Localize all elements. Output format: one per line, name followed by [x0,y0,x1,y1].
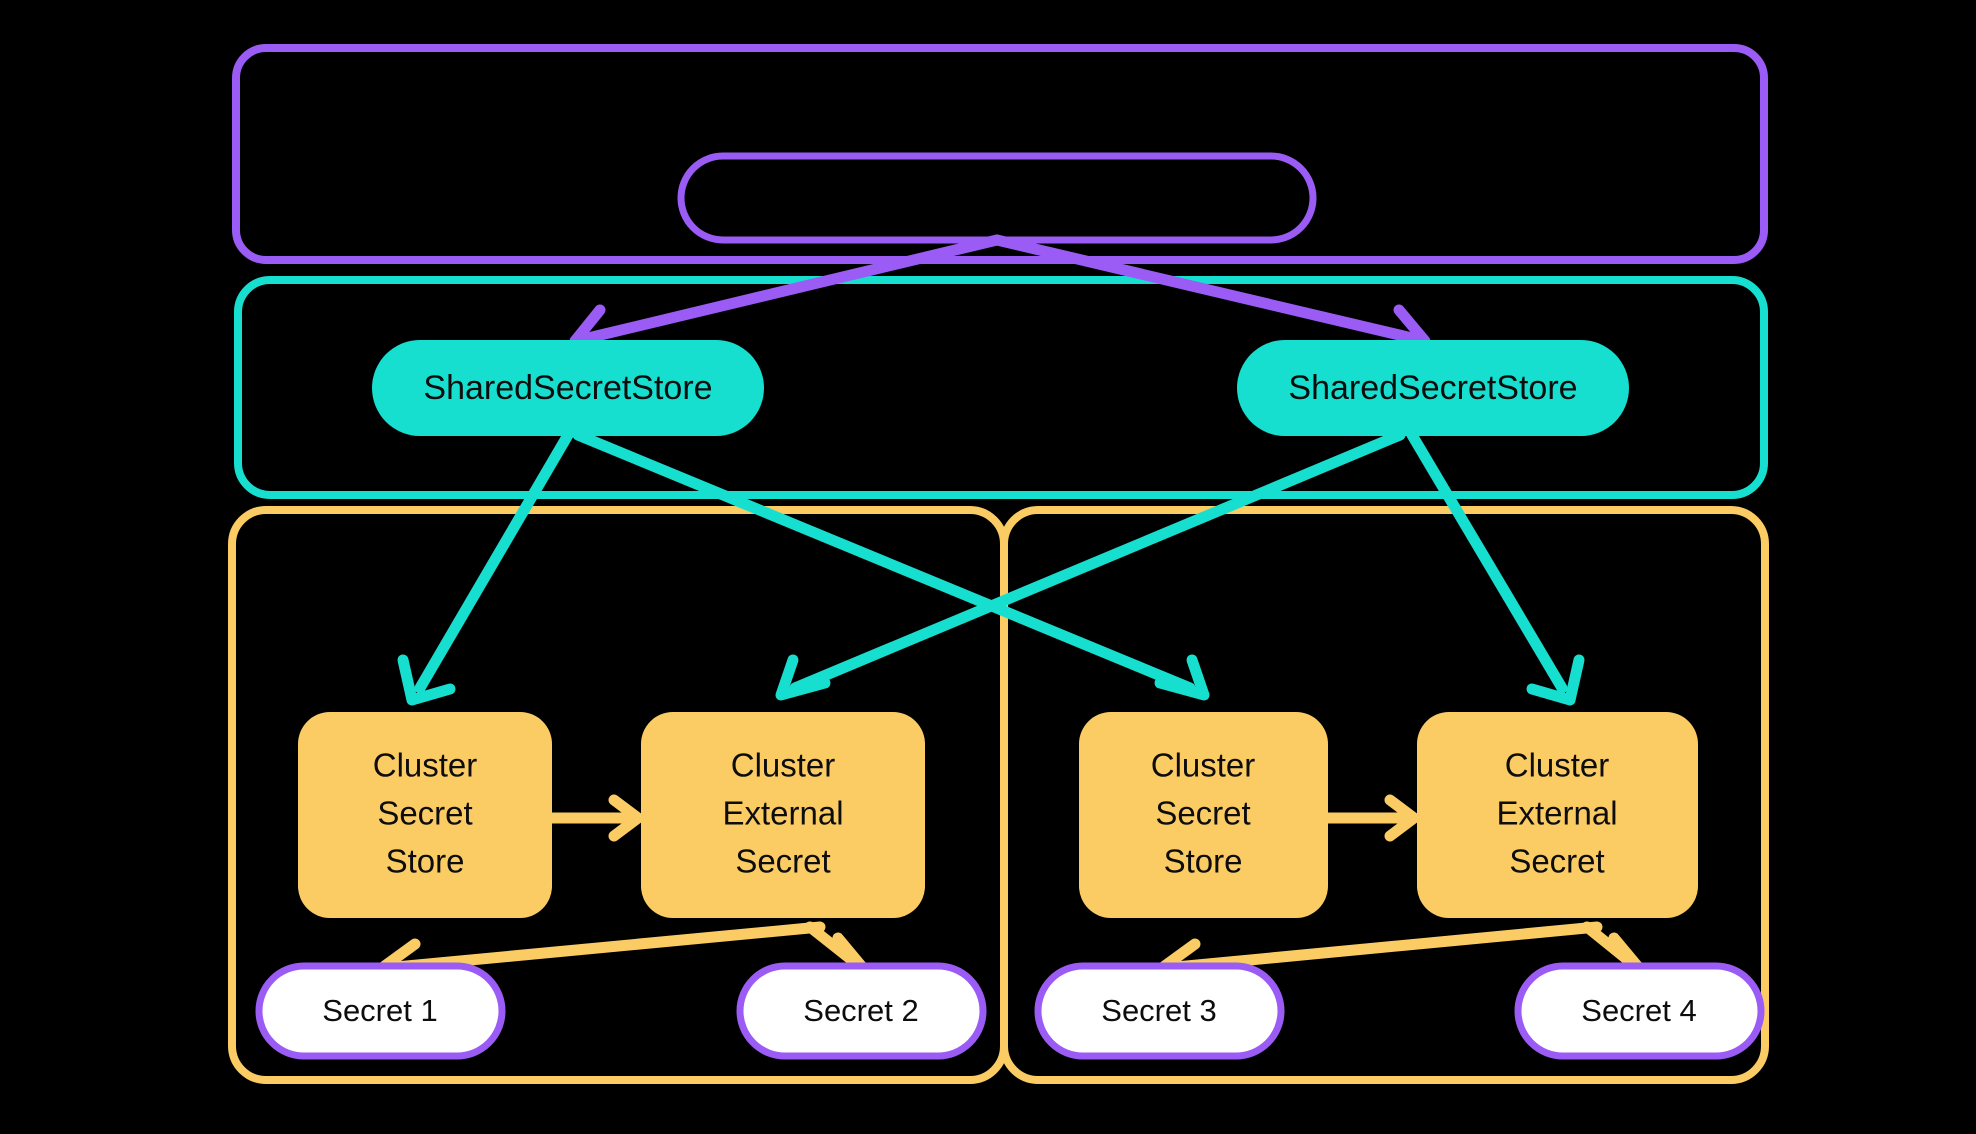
cluster-external-secret-left-line1: Cluster [731,747,836,784]
node-secret-3[interactable]: Secret 3 [1034,962,1285,1060]
node-cluster-secret-store-left[interactable]: Cluster Secret Store [298,712,552,918]
cluster-external-secret-left-line2: External [722,795,843,832]
node-cluster-external-secret-right[interactable]: Cluster External Secret [1417,712,1698,918]
cluster-secret-store-right-line2: Secret [1155,795,1250,832]
edge-orange-css-to-ces-left [546,794,644,842]
teal-container [234,276,1768,499]
cluster-secret-store-right-line3: Store [1164,843,1243,880]
secret-4-label: Secret 4 [1581,993,1696,1028]
node-cluster-external-secret-left[interactable]: Cluster External Secret [641,712,925,918]
cluster-secret-store-left-line3: Store [386,843,465,880]
node-secret-2[interactable]: Secret 2 [736,962,987,1060]
secret-3-label: Secret 3 [1101,993,1216,1028]
orange-container-right [1000,506,1769,1084]
cluster-external-secret-right-line3: Secret [1509,843,1604,880]
edge-teal-right-to-cluster-external-secret-right [1406,429,1585,706]
node-cluster-secret-store-right[interactable]: Cluster Secret Store [1079,712,1328,918]
secret-2-label: Secret 2 [803,993,918,1028]
cluster-external-secret-right-line1: Cluster [1505,747,1610,784]
cluster-secret-store-left-line2: Secret [377,795,472,832]
node-secret-1[interactable]: Secret 1 [255,962,506,1060]
edge-teal-left-to-cluster-secret-store-right [572,429,1210,701]
node-shared-secret-store-left[interactable]: SharedSecretStore [372,340,764,436]
shared-secret-store-left-label: SharedSecretStore [423,369,712,407]
node-shared-secret-store-right[interactable]: SharedSecretStore [1237,340,1629,436]
shared-secret-store-right-label: SharedSecretStore [1288,369,1577,407]
cluster-secret-store-left-line1: Cluster [373,747,478,784]
cluster-external-secret-right-line2: External [1496,795,1617,832]
cluster-secret-store-right-line1: Cluster [1151,747,1256,784]
cluster-external-secret-left-line3: Secret [735,843,830,880]
edge-orange-css-to-ces-right [1322,794,1420,842]
node-secret-4[interactable]: Secret 4 [1514,962,1765,1060]
outer-purple-container [232,44,1768,264]
edge-teal-right-to-cluster-external-secret-left [775,429,1406,701]
edge-teal-left-to-cluster-secret-store-left [397,429,574,706]
secret-1-label: Secret 1 [322,993,437,1028]
